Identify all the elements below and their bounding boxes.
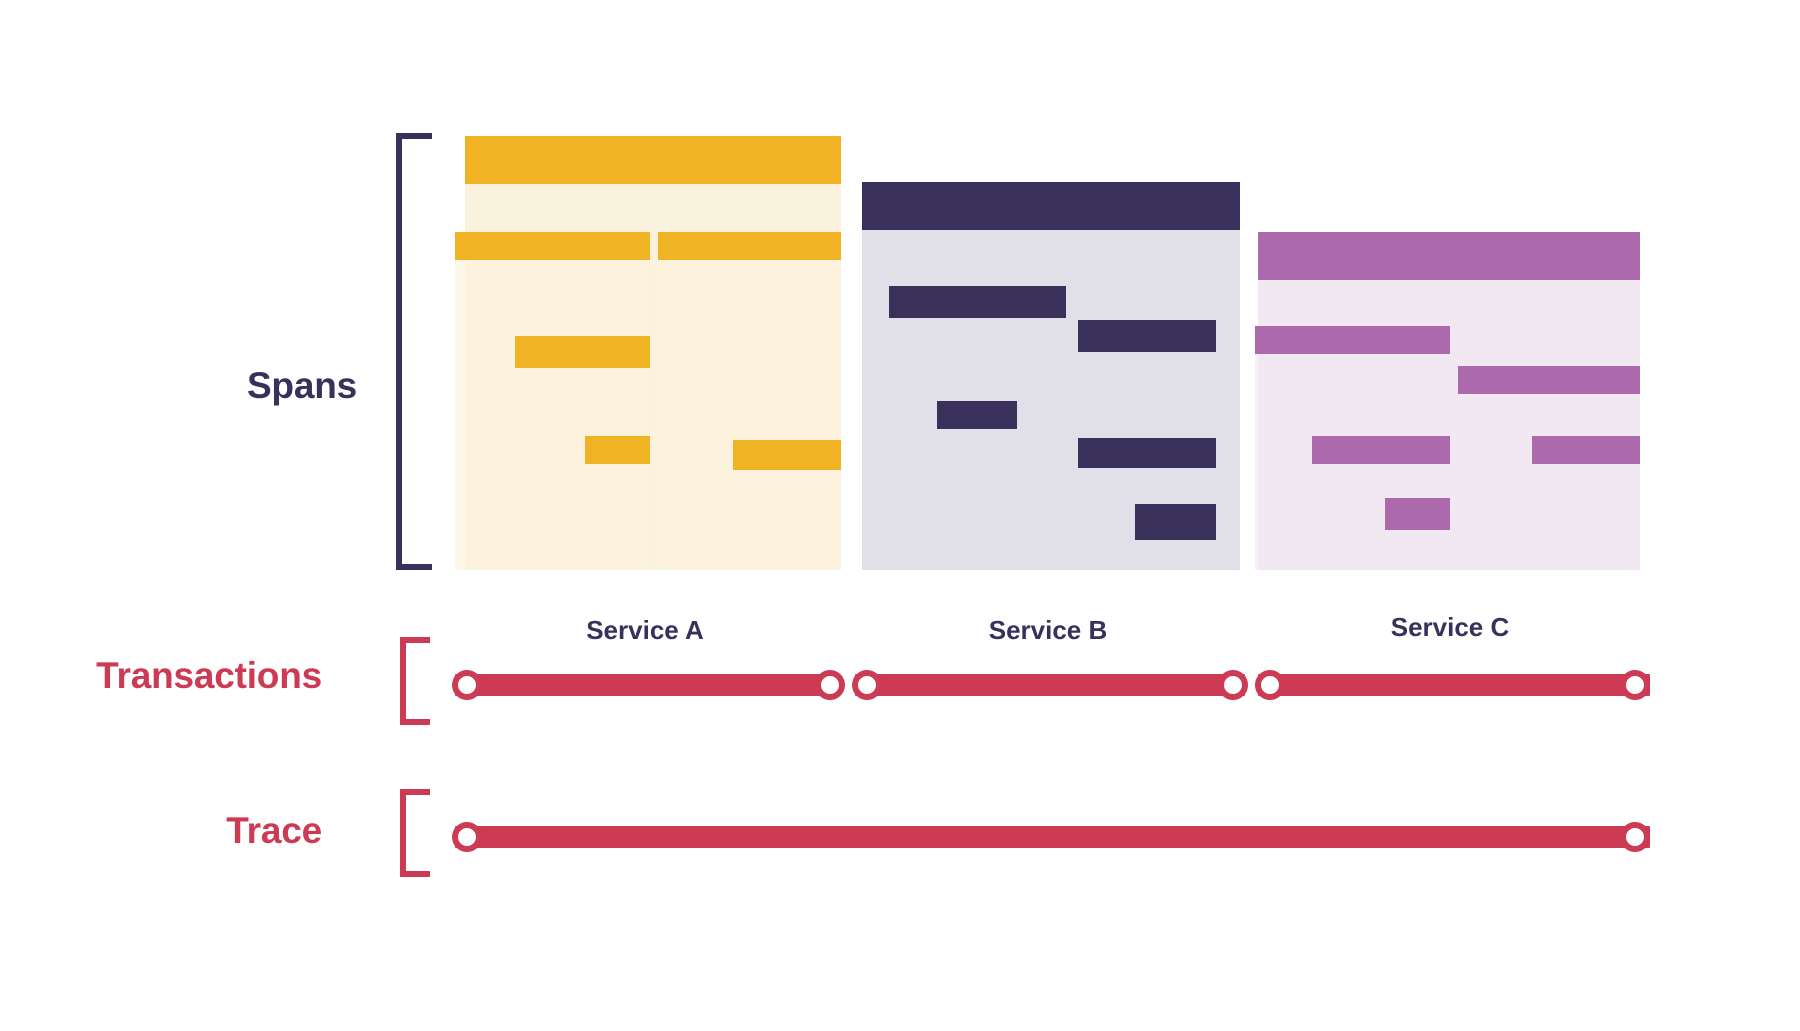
span-b-4-head	[1078, 438, 1216, 468]
bracket-spans	[396, 133, 432, 570]
span-b-1-head	[889, 286, 1066, 318]
span-a-2-head	[515, 336, 650, 368]
span-b-2	[937, 401, 1017, 570]
span-b-5	[1135, 504, 1216, 570]
service-a-group	[455, 136, 841, 570]
span-c-3-head	[1385, 498, 1450, 530]
spans-diagram	[455, 136, 1640, 570]
span-a-5-head	[733, 440, 841, 470]
span-a-5	[733, 440, 841, 570]
row-label-spans: Spans	[246, 365, 357, 406]
service-label-service-b: Service B	[988, 615, 1108, 645]
span-c-2-head	[1312, 436, 1450, 464]
service-label-service-a: Service A	[586, 615, 704, 645]
row-label-trace: Trace	[226, 810, 322, 851]
service-c-group	[1255, 232, 1640, 570]
span-c-5-head	[1532, 436, 1640, 464]
transaction-node-b-end	[1218, 670, 1248, 700]
span-b-5-head	[1135, 504, 1216, 540]
span-c-5	[1532, 436, 1640, 570]
service-b-group	[862, 182, 1240, 570]
trace-node-end	[1620, 822, 1650, 852]
span-c-1-head	[1255, 326, 1450, 354]
transaction-node-a-end	[815, 670, 845, 700]
service-label-service-c: Service C	[1390, 612, 1510, 642]
service-c-root-span-head	[1258, 232, 1640, 280]
row-label-transactions: Transactions	[96, 655, 322, 696]
transaction-node-b-start	[852, 670, 882, 700]
trace-timeline	[0, 807, 1800, 867]
transaction-node-a-start	[452, 670, 482, 700]
span-b-3-head	[1078, 320, 1216, 352]
bracket-transactions	[400, 637, 430, 725]
span-a-3	[585, 436, 650, 570]
transaction-service-b	[855, 674, 1245, 696]
trace-node-start	[452, 822, 482, 852]
transaction-node-c-start	[1255, 670, 1285, 700]
service-a-root-span-head	[465, 136, 841, 184]
span-a-4-head	[658, 232, 841, 260]
span-a-3-head	[585, 436, 650, 464]
transactions-timeline	[0, 655, 1800, 715]
span-c-4-head	[1458, 366, 1640, 394]
transaction-service-c	[1258, 674, 1650, 696]
trace-bar	[455, 826, 1650, 848]
span-b-2-head	[937, 401, 1017, 429]
service-b-root-span-head	[862, 182, 1240, 230]
span-b-2-body	[937, 401, 1017, 570]
span-a-1-head	[455, 232, 650, 260]
span-c-3	[1385, 498, 1450, 570]
transaction-service-a	[455, 674, 840, 696]
bracket-trace	[400, 789, 430, 877]
transaction-node-c-end	[1620, 670, 1650, 700]
